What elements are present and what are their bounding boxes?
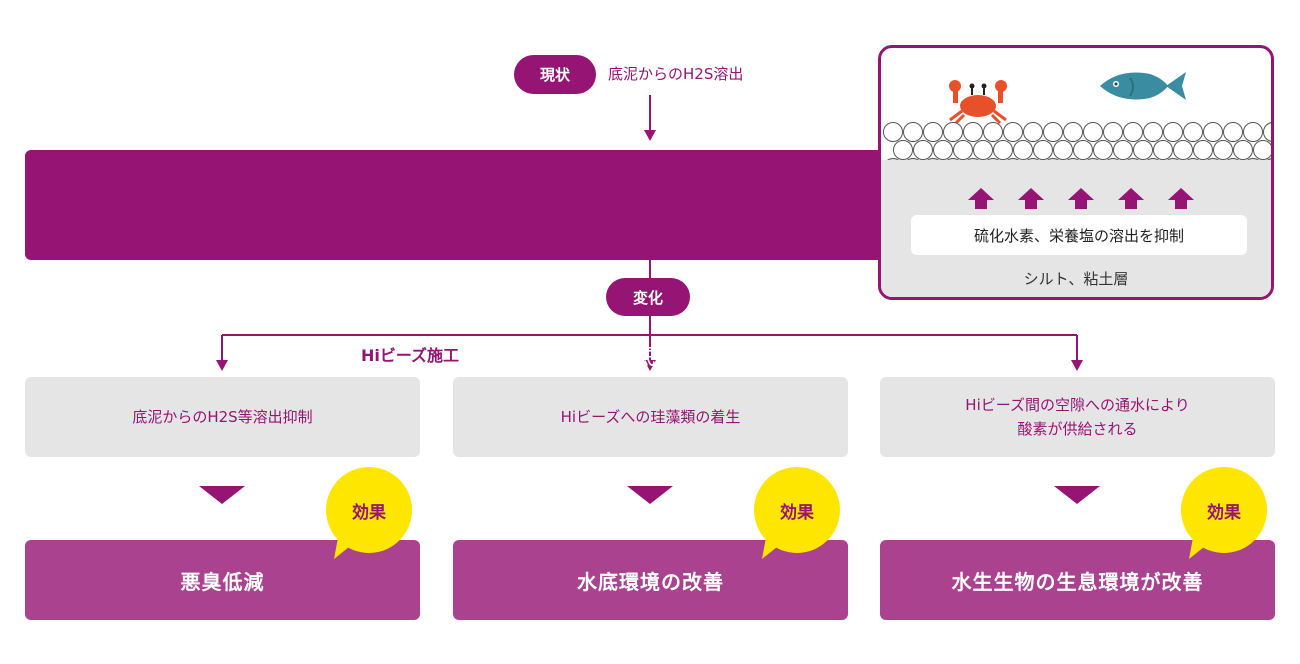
method-banner: Hiビーズ施工 Hiビーズで底泥にフタをする [25,150,895,371]
bead [1093,140,1113,160]
change-box-1: 底泥からのH2S等溶出抑制 [25,377,420,457]
method-badge: Hiビーズ施工 [333,336,487,371]
change-badge: 変化 [606,278,690,316]
change-text: Hiビーズ間の空隙への通水により [965,396,1190,414]
result-label: 水底環境の改善 [577,569,724,594]
bead [1123,122,1143,142]
bead [883,122,903,142]
bead [923,122,943,142]
bead [953,140,973,160]
bead [1083,122,1103,142]
bead [1173,140,1193,160]
sediment-illustration-panel: 硫化水素、栄養塩の溶出を抑制 シルト、粘土層 [878,45,1274,300]
bead [1053,140,1073,160]
result-box-3: 水生生物の生息環境が改善 [880,540,1275,620]
bead [1213,140,1233,160]
up-arrow-icon [1168,188,1194,209]
effect-label: 効果 [1207,502,1241,523]
up-arrow-icon [968,188,994,209]
bead [993,140,1013,160]
upward-arrows [968,188,1194,209]
suppression-text: 硫化水素、栄養塩の溶出を抑制 [911,215,1247,255]
bead [913,140,933,160]
down-arrow-3 [1054,486,1100,504]
bead [1143,122,1163,142]
bead [1233,140,1253,160]
bead [1043,122,1063,142]
bead [1253,140,1271,160]
bead [963,122,983,142]
change-box-2: Hiビーズへの珪藻類の着生 [453,377,848,457]
change-text: Hiビーズへの珪藻類の着生 [560,408,741,426]
fish-icon [1100,72,1186,100]
current-status-badge: 現状 [514,55,596,94]
bead [1103,122,1123,142]
result-box-2: 水底環境の改善 [453,540,848,620]
result-label: 悪臭低減 [180,569,265,594]
effect-bubble-3: 効果 [1181,467,1267,559]
change-text: 酸素が供給される [1017,420,1138,438]
down-arrow-2 [627,486,673,504]
bead [903,122,923,142]
result-label: 水生生物の生息環境が改善 [951,569,1204,594]
down-arrow-1 [199,486,245,504]
bead [1003,122,1023,142]
up-arrow-icon [1068,188,1094,209]
bead [1223,122,1243,142]
bead [1263,122,1271,142]
effect-label: 効果 [780,502,814,523]
bead [1013,140,1033,160]
bead [1163,122,1183,142]
effect-bubble-2: 効果 [754,467,840,559]
change-box-3: Hiビーズ間の空隙への通水により 酸素が供給される [880,377,1275,457]
bead [1023,122,1043,142]
effect-bubble-1: 効果 [326,467,412,559]
crab-icon [949,80,1007,125]
bead [1063,122,1083,142]
bead [1073,140,1093,160]
bead [1033,140,1053,160]
bead [1193,140,1213,160]
bead [1133,140,1153,160]
bead [983,122,1003,142]
method-title: Hiビーズで底泥にフタをする [512,343,825,370]
bead [1113,140,1133,160]
bead [1243,122,1263,142]
change-text: 底泥からのH2S等溶出抑制 [132,408,313,426]
bead [893,140,913,160]
current-status-text: 底泥からのH2S溶出 [608,65,744,83]
up-arrow-icon [1018,188,1044,209]
bead [943,122,963,142]
bead [1183,122,1203,142]
result-box-1: 悪臭低減 [25,540,420,620]
bead [1153,140,1173,160]
effect-label: 効果 [352,502,386,523]
up-arrow-icon [1118,188,1144,209]
bead [933,140,953,160]
bead [973,140,993,160]
bead [1203,122,1223,142]
silt-clay-layer-label: シルト、粘土層 [1023,269,1129,288]
